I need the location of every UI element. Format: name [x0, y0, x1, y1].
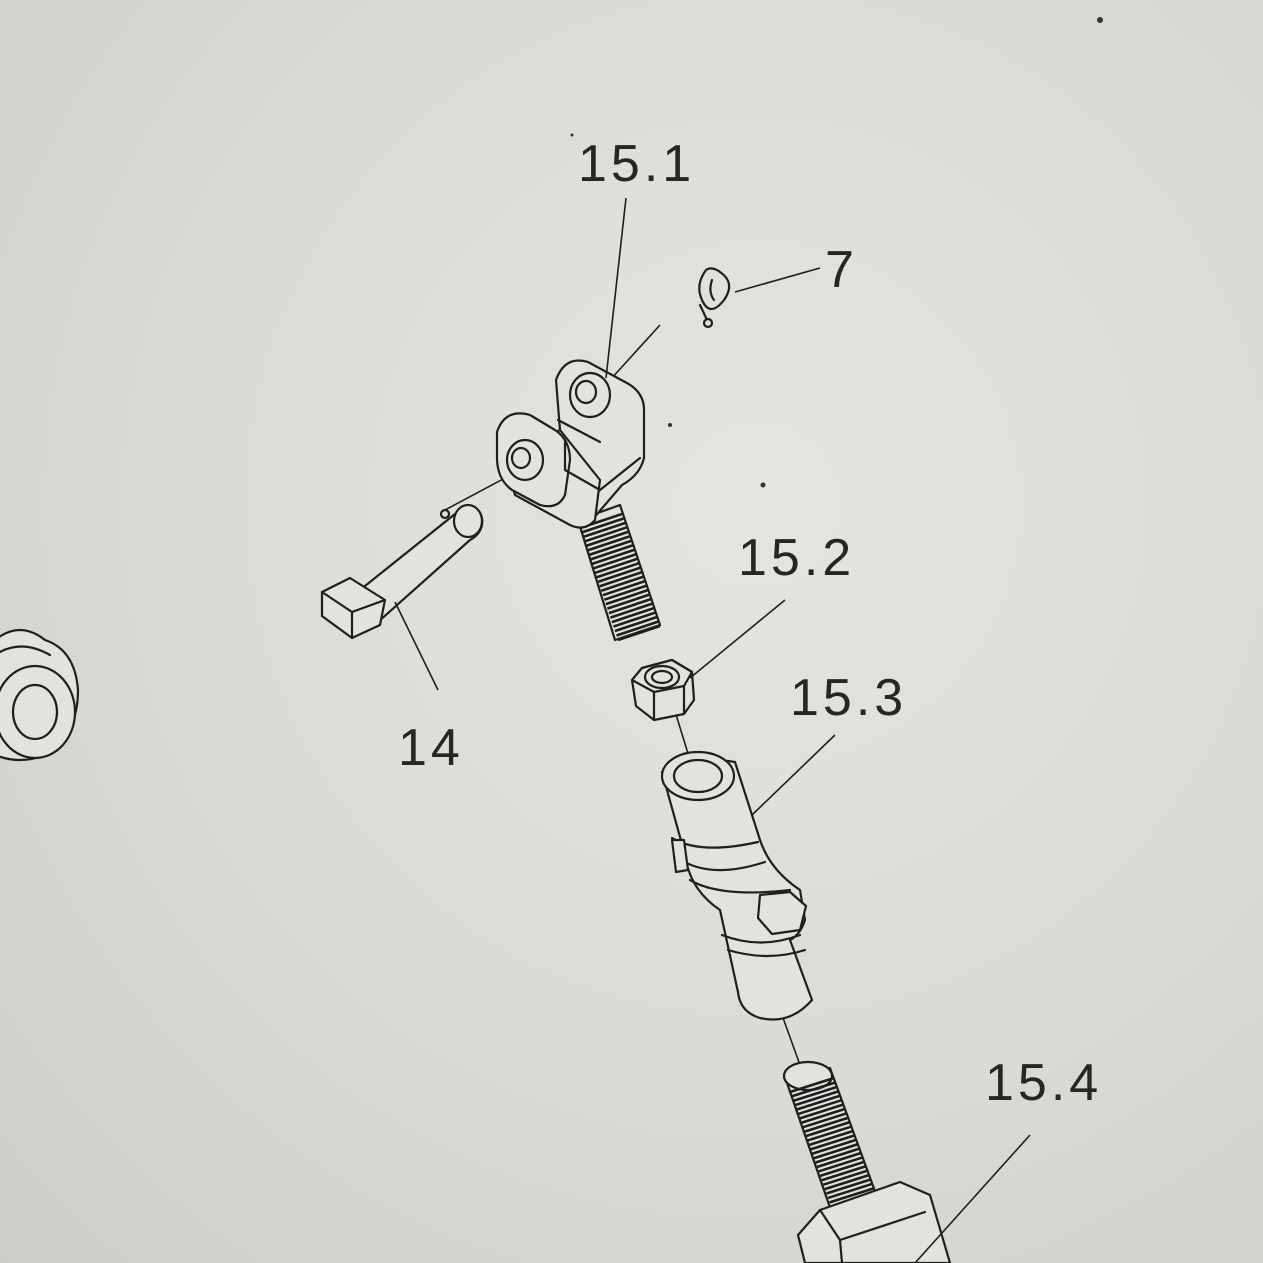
thread-line: [602, 579, 646, 597]
thread-line: [826, 1178, 871, 1195]
thread-line: [608, 597, 652, 615]
thread-line: [588, 539, 632, 557]
leader-7: [734, 267, 821, 293]
thread-line: [600, 575, 644, 592]
clevis-pin-part: [320, 503, 484, 640]
thread-line: [609, 602, 653, 619]
thread-line: [803, 1116, 849, 1133]
thread-line: [616, 620, 659, 637]
leader-lines: [394, 197, 1031, 1263]
leader-14: [394, 601, 439, 691]
thread-line: [800, 1107, 846, 1125]
thread-line: [816, 1151, 862, 1169]
thread-line: [617, 624, 661, 642]
thread-line: [807, 1125, 852, 1142]
thread-line: [611, 606, 655, 624]
thread-line: [792, 1085, 838, 1103]
thread-line: [795, 1094, 841, 1111]
callout-7: 7: [825, 241, 858, 299]
hex-nut-part: [630, 658, 696, 722]
paper-specks: [570, 17, 1103, 488]
thread-line: [794, 1090, 840, 1107]
thread-line: [808, 1129, 854, 1147]
thread-line: [614, 615, 658, 633]
threaded-sleeve-part: [660, 750, 814, 1021]
clevis-yoke-part: [495, 359, 662, 642]
thread-line: [818, 1156, 863, 1173]
thread-line: [594, 557, 638, 575]
thread-line: [797, 1098, 843, 1116]
bushing-part: [0, 628, 80, 762]
thread-line: [591, 548, 635, 566]
callout-14: 14: [398, 719, 464, 777]
thread-line: [587, 535, 631, 552]
thread-line: [603, 584, 647, 601]
thread-line: [822, 1169, 868, 1186]
thread-line: [606, 593, 650, 610]
thread-line: [824, 1173, 870, 1191]
thread-line: [813, 1142, 859, 1160]
callout-15-3: 15.3: [790, 669, 908, 727]
thread-line: [593, 553, 637, 570]
callout-15-2: 15.2: [738, 529, 856, 587]
thread-line: [582, 521, 626, 539]
thread-line: [596, 562, 640, 579]
thread-line: [799, 1103, 844, 1120]
leader-15-3: [751, 734, 836, 816]
thread-line: [829, 1187, 875, 1204]
thread-line: [805, 1120, 851, 1138]
thread-line: [810, 1134, 856, 1151]
thread-line: [581, 517, 624, 534]
thread-line: [605, 588, 649, 606]
spring-clip-part: [698, 267, 731, 329]
thread-line: [814, 1147, 860, 1164]
thread-line: [584, 526, 627, 543]
leader-15-4: [914, 1134, 1031, 1263]
thread-line: [802, 1112, 848, 1129]
thread-line: [789, 1076, 835, 1094]
thread-line: [599, 571, 643, 588]
leader-15-2: [689, 599, 786, 679]
thread-line: [791, 1081, 836, 1098]
leader-15-1: [605, 197, 627, 379]
thread-line: [597, 566, 641, 583]
thread-line: [819, 1160, 865, 1178]
thread-line: [613, 611, 656, 628]
threaded-rod-end-part: [782, 1060, 952, 1263]
thread-line: [821, 1165, 867, 1182]
thread-line: [827, 1182, 873, 1200]
callout-15-1: 15.1: [578, 135, 696, 193]
thread-line: [590, 544, 634, 561]
callout-15-4: 15.4: [985, 1054, 1103, 1112]
thread-line: [811, 1138, 857, 1156]
thread-line: [585, 530, 629, 548]
